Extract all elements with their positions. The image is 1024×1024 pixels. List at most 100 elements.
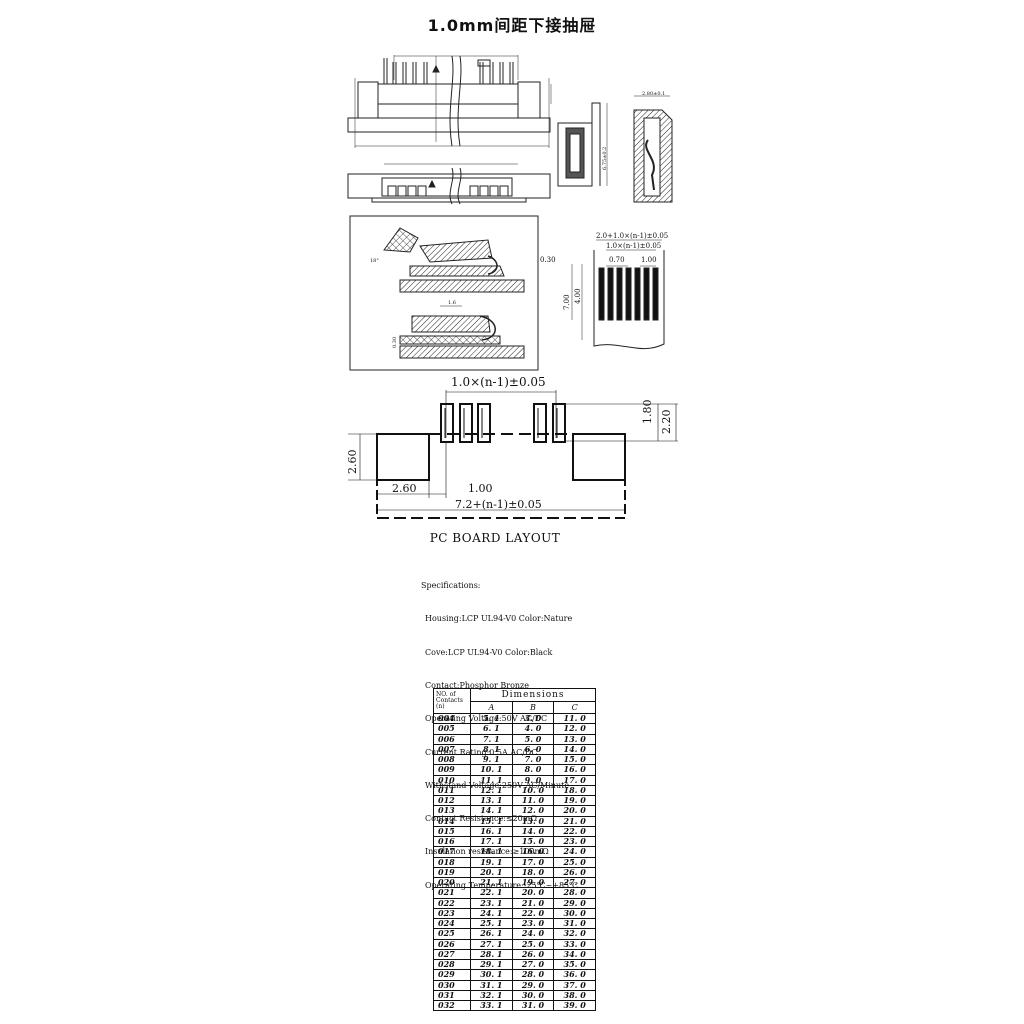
dimension-cell: 25. 1 [470,917,513,930]
dimension-cell: 5. 0 [511,733,555,745]
dimension-cell: 27. 1 [470,938,513,950]
dimension-cell: 29. 0 [511,979,555,991]
dimension-cell: 31. 1 [470,979,513,991]
dimension-cell: 38. 0 [553,989,596,1002]
dimension-cell: 9. 0 [511,774,555,786]
dimension-cell: 36. 0 [553,969,596,981]
spec-line: Cove:LCP UL94-V0 Color:Black [425,647,553,657]
front-view [347,55,552,148]
contacts-cell: 011 [433,784,471,797]
pad-mid-label: 1.0×(n-1)±0.05 [606,242,661,250]
dimension-cell: 13. 0 [553,733,596,745]
dimension-cell: 31. 0 [553,917,596,930]
dimension-cell: 14. 0 [511,825,555,838]
dimension-cell: 27. 0 [553,876,596,889]
dimension-cell: 12. 0 [553,723,596,735]
dimension-cell: 15. 1 [470,815,513,827]
dim-2-20: 2.20 [660,410,673,435]
side-view [557,102,608,187]
side-section [633,95,673,203]
contacts-cell: 029 [433,969,471,981]
dimension-cell: 24. 0 [511,928,555,940]
dimension-cell: 25. 0 [553,856,596,868]
dimension-cell: 26. 0 [553,866,596,879]
contacts-cell: 032 [433,999,471,1012]
pcb-layout [348,390,678,519]
side-height: 6.75±0.2 [602,147,608,170]
bottom-view [347,163,551,205]
dimension-cell: 20. 1 [470,866,513,879]
pad-detail-view [571,239,665,350]
dimension-cell: 24. 1 [470,907,513,920]
pad-030: 0.30 [540,256,556,264]
pad-100: 1.00 [641,256,657,264]
dimension-cell: 15. 0 [553,753,596,766]
contacts-cell: 028 [433,958,471,971]
dimension-cell: 13. 0 [511,815,555,827]
dimension-cell: 14. 0 [553,743,596,756]
dimension-cell: 30. 0 [553,907,596,920]
contacts-cell: 013 [433,805,471,817]
spec-line: Housing:LCP UL94-V0 Color:Nature [425,614,573,624]
angle-label: 18° [370,258,379,264]
contacts-cell: 025 [433,928,471,940]
dimension-cell: 30. 0 [511,989,555,1002]
dimension-cell: 16. 1 [470,825,513,838]
dim-2-60-v: 2.60 [346,450,359,475]
dimension-cell: 9. 1 [470,753,513,766]
dimension-cell: 22. 0 [511,907,555,920]
dimensions-table: NO. of Contacts (n) Dimensions A B C 004… [433,688,596,1012]
dim-2-60-h: 2.60 [392,482,417,495]
pad-400: 4.00 [574,288,582,304]
spec-line: Contact:Phosphor Bronze [425,681,529,691]
side-top: 2.80±0.1 [642,91,665,97]
dimension-cell: 8. 0 [511,764,555,776]
dim-1-6: 1.6 [448,300,456,306]
dimension-cell: 35. 0 [553,958,596,971]
dimension-cell: 33. 1 [470,999,513,1012]
contacts-cell: 004 [433,712,471,725]
dimension-cell: 16. 0 [511,846,555,858]
dim-1-00: 1.00 [468,482,493,495]
contacts-cell: 010 [433,774,471,786]
dimension-cell: 7. 1 [470,733,513,745]
dimension-cell: 19. 0 [511,876,555,889]
dimension-labels: 1.0×(n-1)±0.05 1.80 2.20 2.60 2.60 1.00 … [346,91,673,511]
pad-700: 7.00 [563,294,571,310]
contacts-cell: 027 [433,948,471,961]
contacts-cell: 015 [433,825,471,838]
dimension-cell: 33. 0 [553,938,596,950]
dimension-cell: 17. 0 [511,856,555,868]
dimension-cell: 30. 1 [470,969,513,981]
dimension-cell: 25. 0 [511,938,555,950]
dimension-cell: 29. 0 [553,897,596,909]
dimension-cell: 18. 0 [553,784,596,797]
dimension-cell: 3. 0 [511,712,555,725]
contacts-cell: 026 [433,938,471,950]
dimension-cell: 24. 0 [553,846,596,858]
page-title: 1.0mm间距下接抽屉 [427,16,597,35]
contacts-cell: 006 [433,733,471,745]
contacts-cell: 007 [433,743,471,756]
dimension-cell: 18. 0 [511,866,555,879]
dimension-cell: 21. 0 [511,897,555,909]
dimension-cell: 10. 1 [470,764,513,776]
dimension-cell: 11. 0 [511,794,555,807]
specs-heading: Specifications: [421,581,481,591]
dimension-cell: 23. 0 [511,917,555,930]
